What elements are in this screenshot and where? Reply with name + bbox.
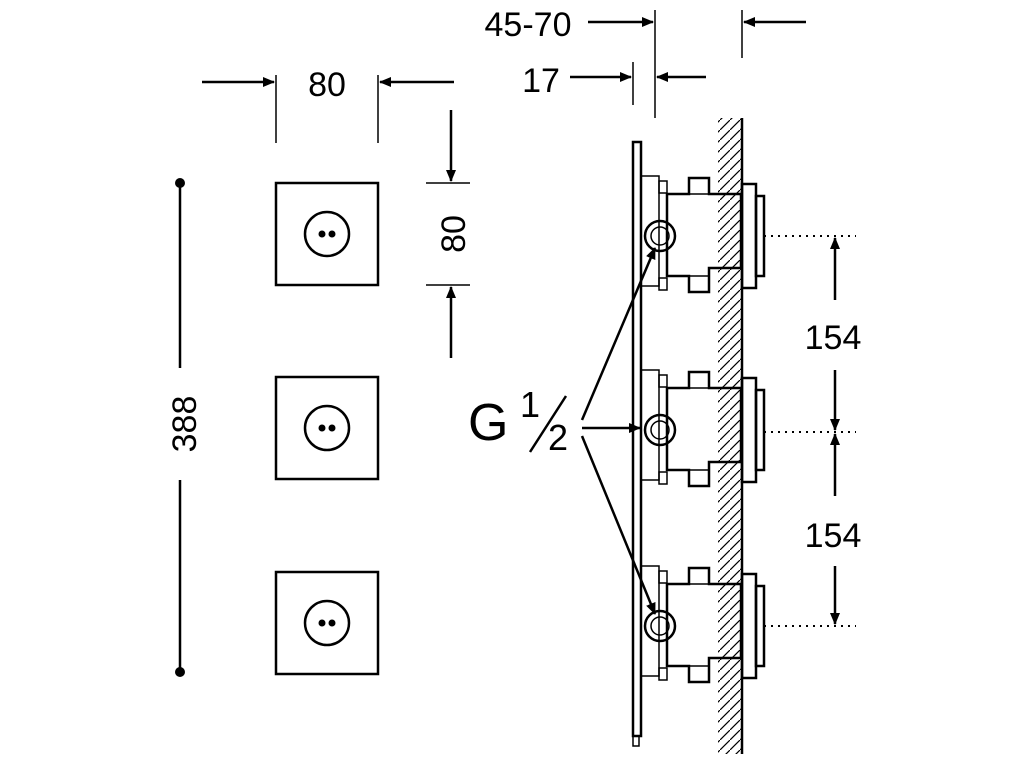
width-label: 80 <box>308 66 346 104</box>
control-plate <box>274 570 380 676</box>
control-plate <box>274 375 380 481</box>
height-label: 80 <box>435 215 473 253</box>
thread-callout: G 1 2 <box>468 247 657 615</box>
height-dimension: 80 <box>426 110 473 358</box>
valve-body <box>640 369 766 488</box>
plate-offset-dimension: 17 <box>522 62 706 105</box>
valve-body <box>640 175 766 294</box>
thread-prefix: G <box>468 394 508 452</box>
total-height-label: 388 <box>166 396 204 453</box>
width-dimension: 80 <box>202 66 454 143</box>
plate-offset-label: 17 <box>522 62 560 100</box>
spacing-top-label: 154 <box>805 319 862 357</box>
thread-denominator: 2 <box>548 417 568 458</box>
front-view: 80 80 388 <box>166 66 473 677</box>
front-plate-profile <box>631 140 643 747</box>
depth-range-label: 45-70 <box>485 6 572 44</box>
valve-body <box>640 565 766 684</box>
depth-dimension: 45-70 <box>485 6 806 118</box>
spacing-bottom-label: 154 <box>805 517 862 555</box>
thread-numerator: 1 <box>520 384 540 425</box>
control-plate <box>274 181 380 287</box>
spacing-dimensions: 154 154 <box>764 235 862 627</box>
side-view: 45-70 17 <box>468 6 861 754</box>
total-height-dimension: 388 <box>166 178 204 677</box>
